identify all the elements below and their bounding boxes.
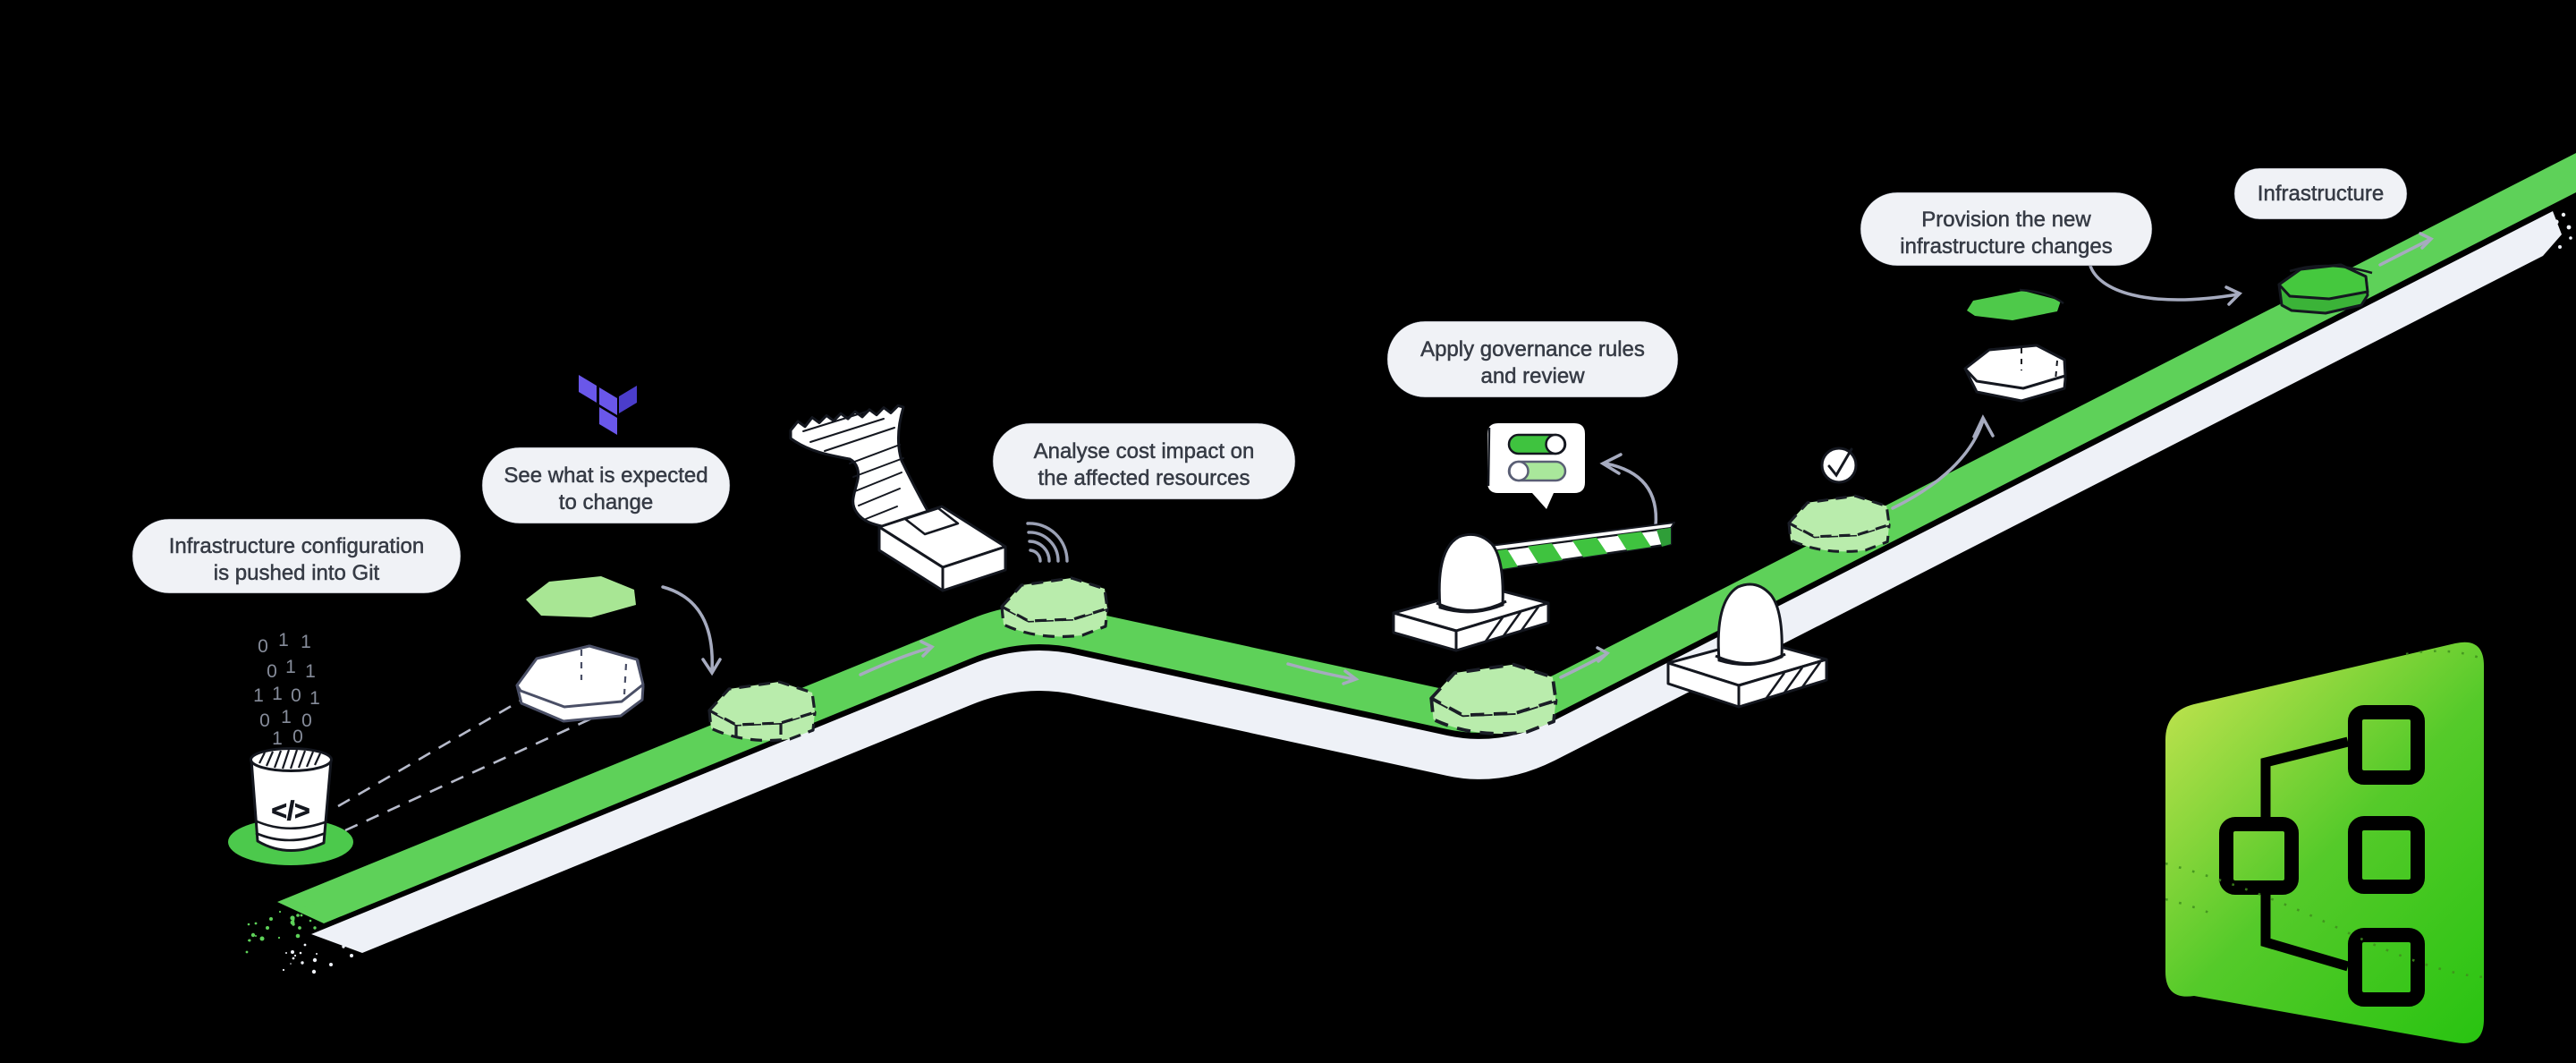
svg-text:0: 0 [291, 685, 301, 706]
svg-text:1: 1 [301, 632, 311, 652]
svg-text:1: 1 [281, 707, 292, 727]
svg-text:1: 1 [253, 685, 264, 706]
svg-text:Infrastructure configuration: Infrastructure configuration [169, 534, 424, 558]
svg-text:infrastructure changes: infrastructure changes [1900, 234, 2112, 259]
svg-text:1: 1 [309, 688, 320, 709]
svg-text:the affected resources: the affected resources [1038, 466, 1250, 490]
svg-text:Analyse cost impact on: Analyse cost impact on [1034, 439, 1255, 463]
svg-text:to change: to change [559, 490, 653, 514]
svg-text:1: 1 [272, 728, 283, 749]
svg-text:0: 0 [267, 661, 277, 682]
svg-text:1: 1 [272, 684, 283, 704]
svg-text:Apply governance rules: Apply governance rules [1420, 337, 1645, 361]
svg-text:0: 0 [259, 710, 270, 731]
svg-text:Infrastructure: Infrastructure [2258, 182, 2384, 206]
svg-text:See what is expected: See what is expected [504, 463, 708, 488]
svg-text:and review: and review [1480, 364, 1585, 388]
svg-text:</>: </> [271, 796, 309, 826]
svg-text:Provision the new: Provision the new [1921, 208, 2091, 232]
svg-text:is pushed into Git: is pushed into Git [214, 561, 380, 585]
svg-text:1: 1 [278, 630, 289, 651]
svg-text:0: 0 [258, 636, 268, 657]
svg-text:1: 1 [285, 657, 296, 677]
svg-text:0: 0 [301, 710, 312, 731]
svg-text:0: 0 [292, 727, 303, 747]
svg-text:1: 1 [305, 661, 316, 682]
